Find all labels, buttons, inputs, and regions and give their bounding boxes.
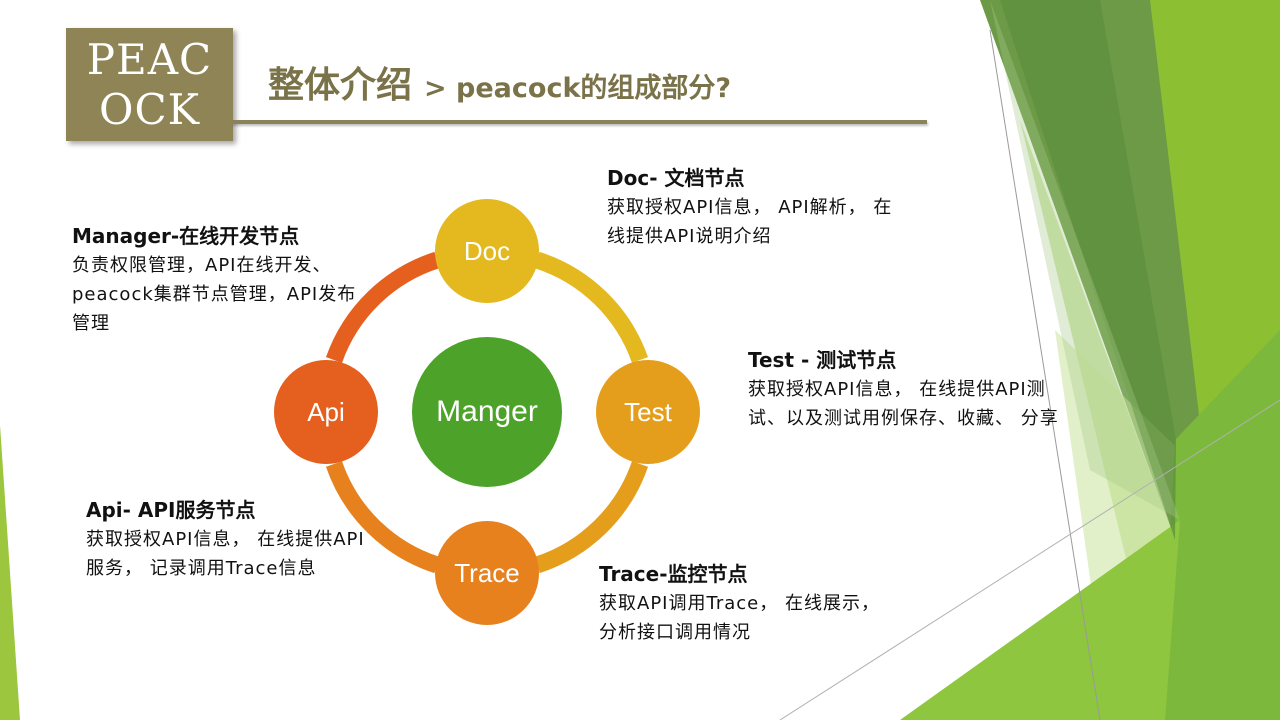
desc-manager-heading: Manager-在线开发节点	[72, 224, 300, 248]
node-center-manger: Manger	[412, 337, 562, 487]
desc-test-body: 获取授权API信息， 在线提供API测试、以及测试用例保存、收藏、 分享	[748, 379, 1059, 429]
title-main: 整体介绍	[268, 65, 413, 106]
title-sub: > peacock的组成部分?	[424, 73, 732, 104]
desc-trace-heading: Trace-监控节点	[599, 562, 748, 586]
desc-api: Api- API服务节点 获取授权API信息， 在线提供API服务， 记录调用T…	[86, 495, 368, 583]
desc-manager: Manager-在线开发节点 负责权限管理，API在线开发、peacock集群节…	[72, 221, 368, 338]
desc-doc-body: 获取授权API信息， API解析， 在线提供API说明介绍	[607, 197, 893, 247]
logo: PEAC OCK	[66, 28, 233, 141]
arc-trace-api	[325, 461, 440, 574]
desc-api-body: 获取授权API信息， 在线提供API服务， 记录调用Trace信息	[86, 529, 365, 579]
title-underline	[232, 120, 927, 124]
logo-line-2: OCK	[99, 84, 200, 134]
desc-doc: Doc- 文档节点 获取授权API信息， API解析， 在线提供API说明介绍	[607, 163, 897, 251]
page-title: 整体介绍 > peacock的组成部分?	[268, 56, 731, 108]
node-trace: Trace	[435, 521, 539, 625]
arc-doc-test	[534, 251, 649, 363]
cycle-ring	[325, 251, 649, 574]
desc-doc-heading: Doc- 文档节点	[607, 166, 745, 190]
desc-test: Test - 测试节点 获取授权API信息， 在线提供API测试、以及测试用例保…	[748, 345, 1066, 433]
arc-api-doc	[325, 251, 440, 363]
node-doc: Doc	[435, 199, 539, 303]
logo-line-1: PEAC	[86, 34, 213, 84]
desc-trace: Trace-监控节点 获取API调用Trace， 在线展示， 分析接口调用情况	[599, 559, 889, 647]
desc-trace-body: 获取API调用Trace， 在线展示， 分析接口调用情况	[599, 593, 880, 643]
desc-api-heading: Api- API服务节点	[86, 498, 256, 522]
node-api: Api	[274, 360, 378, 464]
node-test: Test	[596, 360, 700, 464]
arc-test-trace	[534, 461, 649, 574]
desc-manager-body: 负责权限管理，API在线开发、peacock集群节点管理，API发布管理	[72, 255, 357, 334]
desc-test-heading: Test - 测试节点	[748, 348, 897, 372]
